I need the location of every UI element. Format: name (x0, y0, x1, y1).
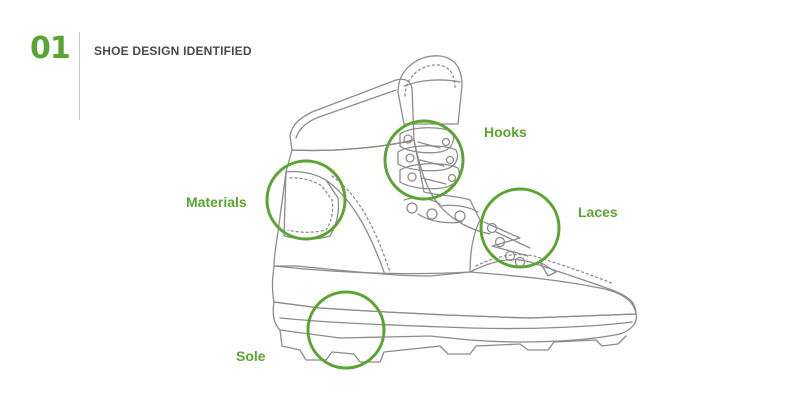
laces-label: Laces (578, 204, 618, 220)
sole-callout-circle (306, 290, 386, 370)
boot-lace-eyelets (483, 221, 557, 277)
materials-callout-circle (265, 159, 347, 241)
hooks-callout-circle (383, 119, 465, 201)
boot-upper-outline (273, 139, 481, 277)
step-title: SHOE DESIGN IDENTIFIED (94, 44, 252, 58)
boot-collar-padding (295, 89, 397, 139)
laces-callout-circle (479, 187, 561, 269)
header-divider (79, 32, 80, 120)
sole-label: Sole (236, 348, 266, 364)
hooks-label: Hooks (484, 124, 527, 140)
boot-tongue-stitching (404, 64, 456, 97)
boot-side-panel-seam (325, 179, 385, 273)
boot-vamp-outline (469, 259, 637, 315)
step-number: 01 (30, 31, 71, 66)
boot-tongue-fold (403, 79, 461, 87)
boot-eyelet-hooks (397, 127, 460, 190)
boot-heel-panel-stitch (287, 177, 334, 233)
boot-midsole-line (279, 317, 633, 330)
boot-outsole-outline (279, 329, 627, 363)
boot-tongue-outline (397, 55, 463, 125)
materials-label: Materials (186, 194, 247, 210)
boot-side-panel-seam-stitch (331, 175, 391, 273)
boot-lower-eyelets (403, 197, 479, 224)
